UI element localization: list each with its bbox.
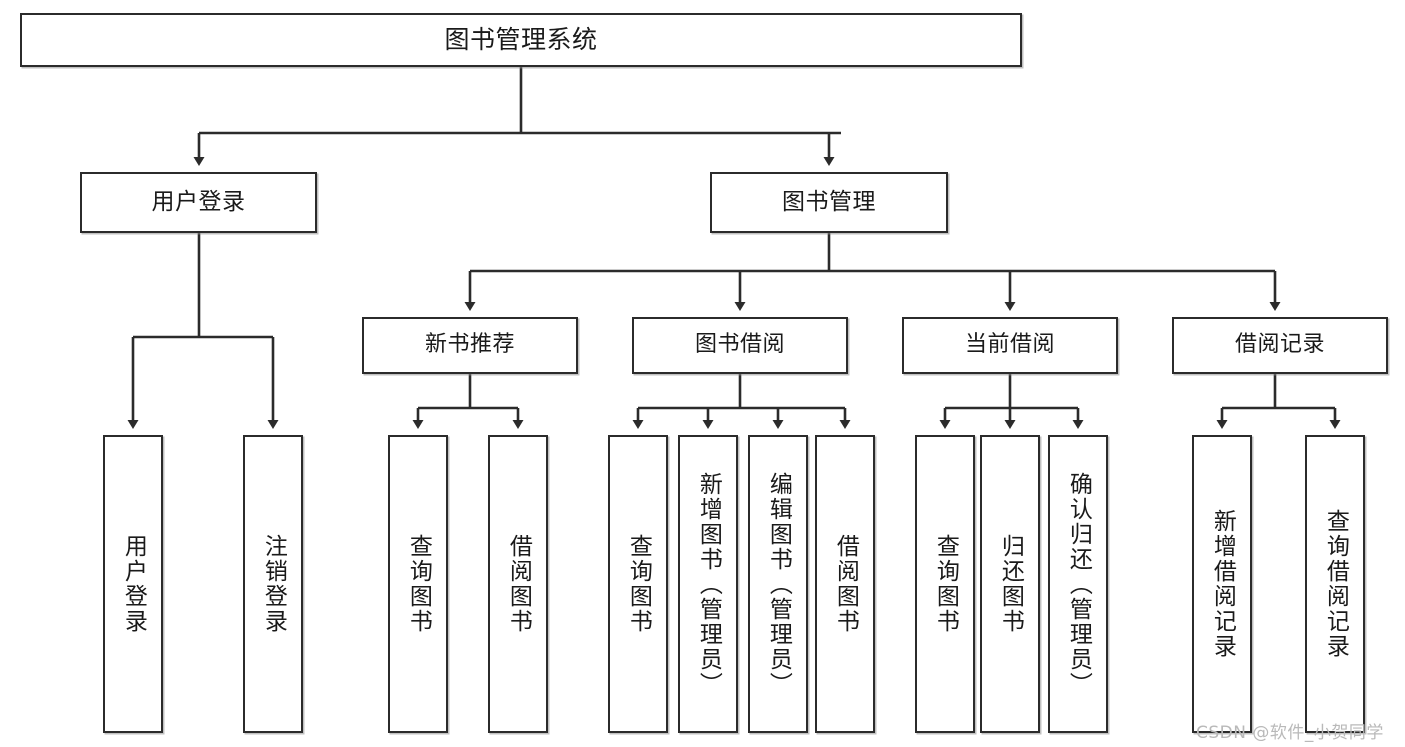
leaf-borrow-query-book-label: 查询图书 xyxy=(625,534,652,634)
leaf-cur-query-book[interactable]: 查询图书 xyxy=(915,435,975,733)
csdn-watermark: CSDN @软件_小贺同学 xyxy=(1196,723,1384,743)
leaf-user-logout[interactable]: 注销登录 xyxy=(243,435,303,733)
leaf-user-login-label: 用户登录 xyxy=(120,534,147,634)
node-current-borrow-label: 当前借阅 xyxy=(964,332,1055,358)
leaf-confirm-return-admin[interactable]: 确认归还（管理员） xyxy=(1048,435,1108,733)
leaf-user-logout-label: 注销登录 xyxy=(260,534,287,634)
node-root-label: 图书管理系统 xyxy=(444,24,598,54)
node-book-borrow[interactable]: 图书借阅 xyxy=(632,317,848,374)
node-book-manage[interactable]: 图书管理 xyxy=(710,172,948,233)
leaf-borrow-query-book[interactable]: 查询图书 xyxy=(608,435,668,733)
node-current-borrow[interactable]: 当前借阅 xyxy=(902,317,1118,374)
leaf-rec-borrow-book-label: 借阅图书 xyxy=(505,534,532,634)
leaf-rec-borrow-book[interactable]: 借阅图书 xyxy=(488,435,548,733)
leaf-cur-query-book-label: 查询图书 xyxy=(932,534,959,634)
leaf-query-borrow-record-label: 查询借阅记录 xyxy=(1322,509,1349,659)
leaf-borrow-book-label: 借阅图书 xyxy=(832,534,859,634)
leaf-return-book[interactable]: 归还图书 xyxy=(980,435,1040,733)
node-user-login-label: 用户登录 xyxy=(151,189,246,216)
leaf-return-book-label: 归还图书 xyxy=(997,534,1024,634)
leaf-query-borrow-record[interactable]: 查询借阅记录 xyxy=(1305,435,1365,733)
node-new-book-rec-label: 新书推荐 xyxy=(424,332,515,358)
node-new-book-rec[interactable]: 新书推荐 xyxy=(362,317,578,374)
node-book-manage-label: 图书管理 xyxy=(782,189,876,216)
node-user-login[interactable]: 用户登录 xyxy=(80,172,317,233)
node-borrow-record-label: 借阅记录 xyxy=(1234,332,1325,358)
node-book-borrow-label: 图书借阅 xyxy=(694,332,785,358)
node-root[interactable]: 图书管理系统 xyxy=(20,13,1022,67)
leaf-edit-book-admin[interactable]: 编辑图书（管理员） xyxy=(748,435,808,733)
leaf-add-borrow-record-label: 新增借阅记录 xyxy=(1209,509,1236,659)
leaf-rec-query-book-label: 查询图书 xyxy=(405,534,432,634)
leaf-confirm-return-admin-label: 确认归还（管理员） xyxy=(1065,471,1092,697)
leaf-edit-book-admin-label: 编辑图书（管理员） xyxy=(765,471,792,697)
leaf-rec-query-book[interactable]: 查询图书 xyxy=(388,435,448,733)
leaf-add-borrow-record[interactable]: 新增借阅记录 xyxy=(1192,435,1252,733)
leaf-add-book-admin-label: 新增图书（管理员） xyxy=(695,471,722,697)
leaf-add-book-admin[interactable]: 新增图书（管理员） xyxy=(678,435,738,733)
leaf-user-login[interactable]: 用户登录 xyxy=(103,435,163,733)
node-borrow-record[interactable]: 借阅记录 xyxy=(1172,317,1388,374)
leaf-borrow-book[interactable]: 借阅图书 xyxy=(815,435,875,733)
